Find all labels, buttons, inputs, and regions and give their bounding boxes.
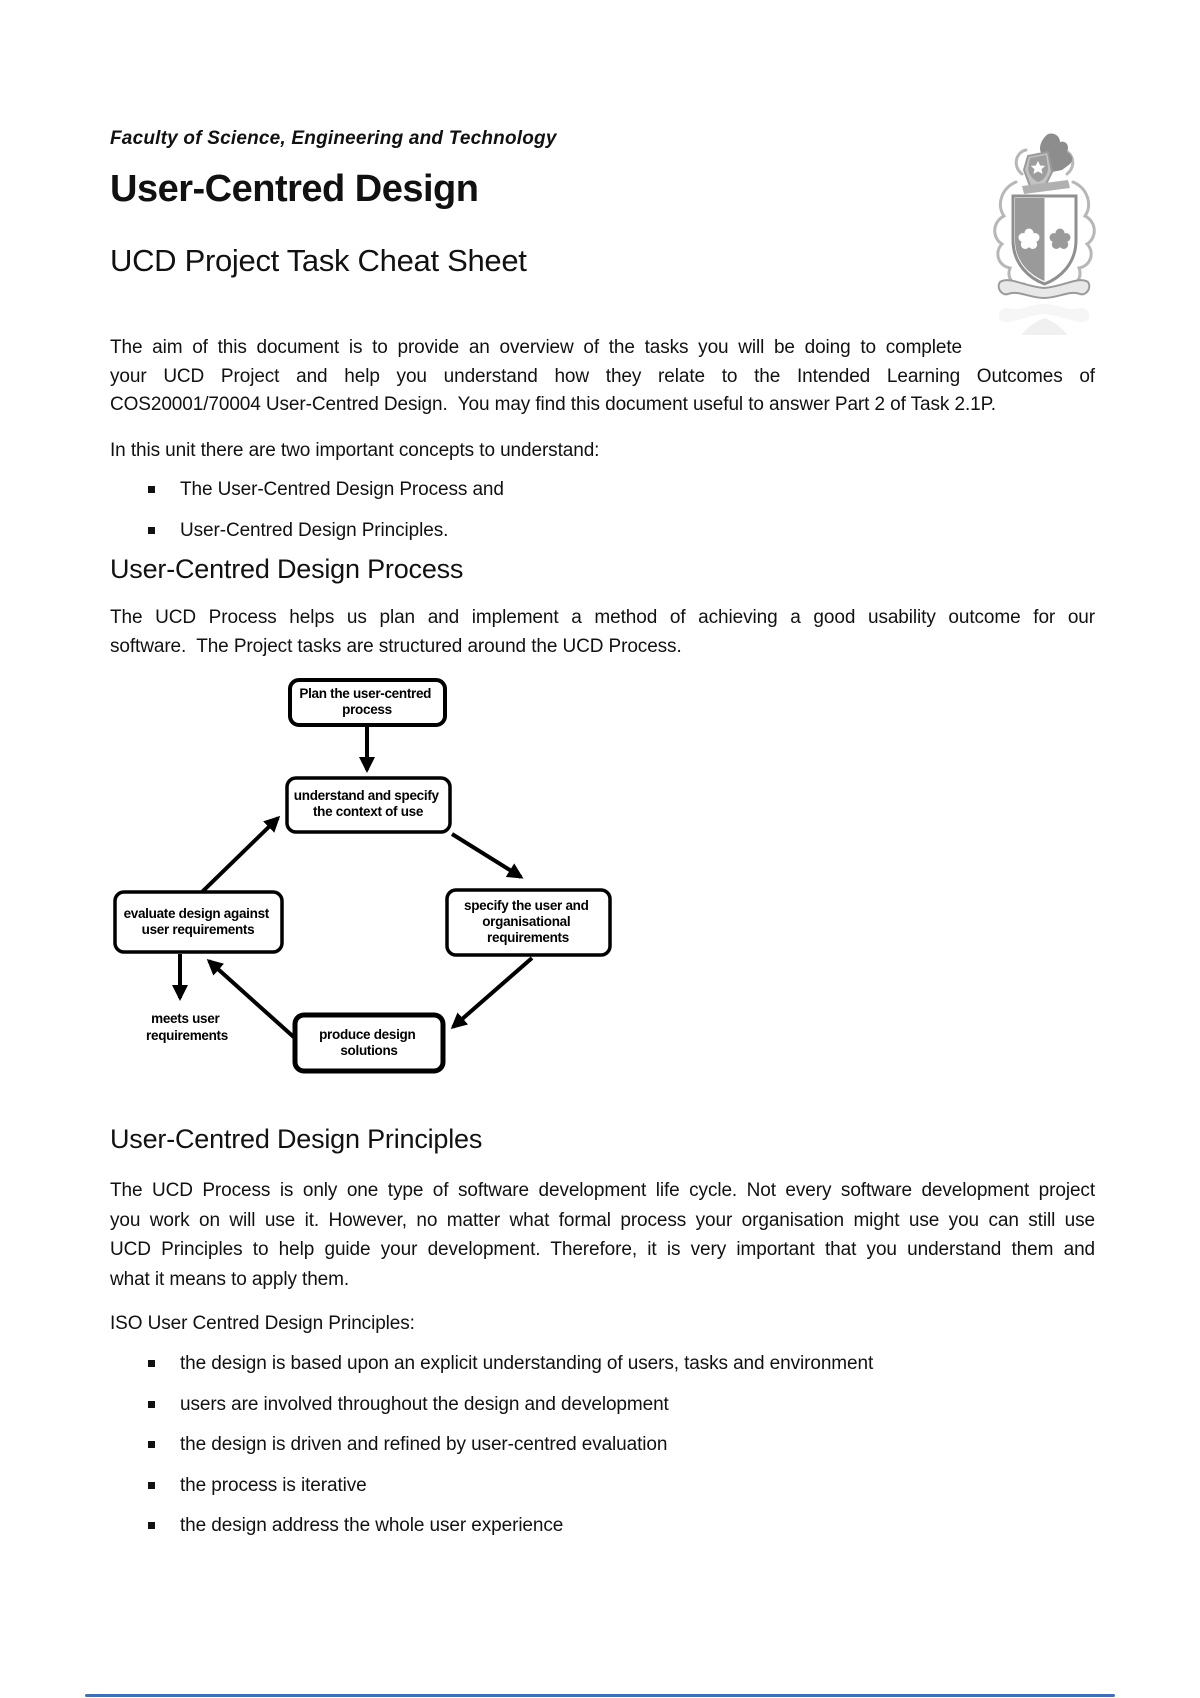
process-paragraph: The UCD Process helps us plan and implem… [110,604,1095,661]
list-item-text: The User-Centred Design Process and [180,479,504,500]
node-plan-box [288,678,447,727]
node-produce-label: produce design solutions [319,1027,419,1058]
torse [1022,180,1070,194]
process-heading: User-Centred Design Process [110,554,464,584]
paragraph-line: COS20001/70004 User-Centred Design. You … [110,394,996,415]
concepts-lead: In this unit there are two important con… [110,440,600,461]
paragraph-line: you work on will use it. However, no mat… [110,1209,1095,1231]
footer-rule [85,1694,1115,1697]
motto-scroll [997,279,1091,300]
list-item: the process is iterative [148,1474,1088,1515]
list-item: the design address the whole user experi… [148,1514,1088,1555]
small-star [1030,161,1046,174]
bullet-square-icon [148,1441,155,1448]
arrow-produce-to-evaluate [206,958,299,1042]
node-produce-box [292,1012,446,1074]
node-specify-label: specify the user and organisational requ… [464,898,592,945]
list-item: the design is based upon an explicit und… [148,1352,1088,1393]
page-title: User-Centred Design [110,168,479,210]
page-subtitle: UCD Project Task Cheat Sheet [110,243,527,278]
node-understand-label: understand and specify the context of us… [294,788,442,819]
paragraph-line: what it means to apply them. [110,1268,350,1290]
intro-paragraph: The aim of this document is to provide a… [110,334,1095,420]
node-plan-label: Plan the user-centred process [299,686,434,717]
meets-user-requirements-label: meets user requirements [146,1011,228,1043]
node-evaluate-box [113,890,284,954]
paragraph-line: The aim of this document is to provide a… [110,337,962,358]
concepts-list: The User-Centred Design Process and User… [148,478,1088,559]
cinquefoil-right [1049,228,1071,249]
bullet-square-icon [148,1522,155,1529]
paragraph-line: The UCD Process helps us plan and implem… [110,607,1095,628]
crest-helm-and-lion [1022,133,1073,194]
cinquefoil-left [1018,228,1040,249]
node-evaluate-label: evaluate design against user requirement… [124,906,273,937]
list-item-text: the design is based upon an explicit und… [180,1353,874,1374]
list-item: The User-Centred Design Process and [148,478,1088,519]
ucd-process-diagram: Plan the user-centred process understand… [113,678,612,1074]
bullet-square-icon [148,526,155,534]
list-item: User-Centred Design Principles. [148,519,1088,560]
bullet-square-icon [148,1481,155,1489]
list-item-text: the design is driven and refined by user… [180,1434,668,1455]
node-understand-box [285,776,452,834]
list-item: the design is driven and refined by user… [148,1433,1088,1474]
diagram-arrows [172,727,534,1042]
paragraph-line: software. The Project tasks are structur… [110,635,682,657]
node-specify-box [445,888,612,957]
iso-principles-list: the design is based upon an explicit und… [148,1352,1088,1555]
list-item-text: users are involved throughout the design… [180,1393,669,1415]
arrow-understand-to-specify [450,832,524,879]
arrow-specify-to-produce [450,956,534,1029]
paragraph-line: your UCD Project and help you understand… [110,365,1095,387]
list-item-text: the design address the whole user experi… [180,1515,564,1536]
paragraph-line: The UCD Process is only one type of soft… [110,1180,1095,1201]
principles-heading: User-Centred Design Principles [110,1124,483,1154]
arrow-evaluate-to-understand [200,815,281,894]
bullet-square-icon [148,1400,155,1408]
crest-shield [1011,194,1078,286]
bullet-square-icon [148,1360,155,1367]
list-item: users are involved throughout the design… [148,1393,1088,1434]
principles-paragraph: The UCD Process is only one type of soft… [110,1176,1095,1294]
list-item-text: the process is iterative [180,1474,367,1496]
crest-reflection [998,304,1090,335]
university-crest-logo [993,133,1096,335]
list-item-text: User-Centred Design Principles. [180,519,449,541]
bullet-square-icon [148,486,155,493]
faculty-line: Faculty of Science, Engineering and Tech… [110,128,557,149]
crest-mantling [993,148,1096,287]
iso-lead: ISO User Centred Design Principles: [110,1313,415,1334]
diagram-nodes: Plan the user-centred process understand… [113,678,612,1074]
paragraph-line: UCD Principles to help guide your develo… [110,1239,1095,1260]
